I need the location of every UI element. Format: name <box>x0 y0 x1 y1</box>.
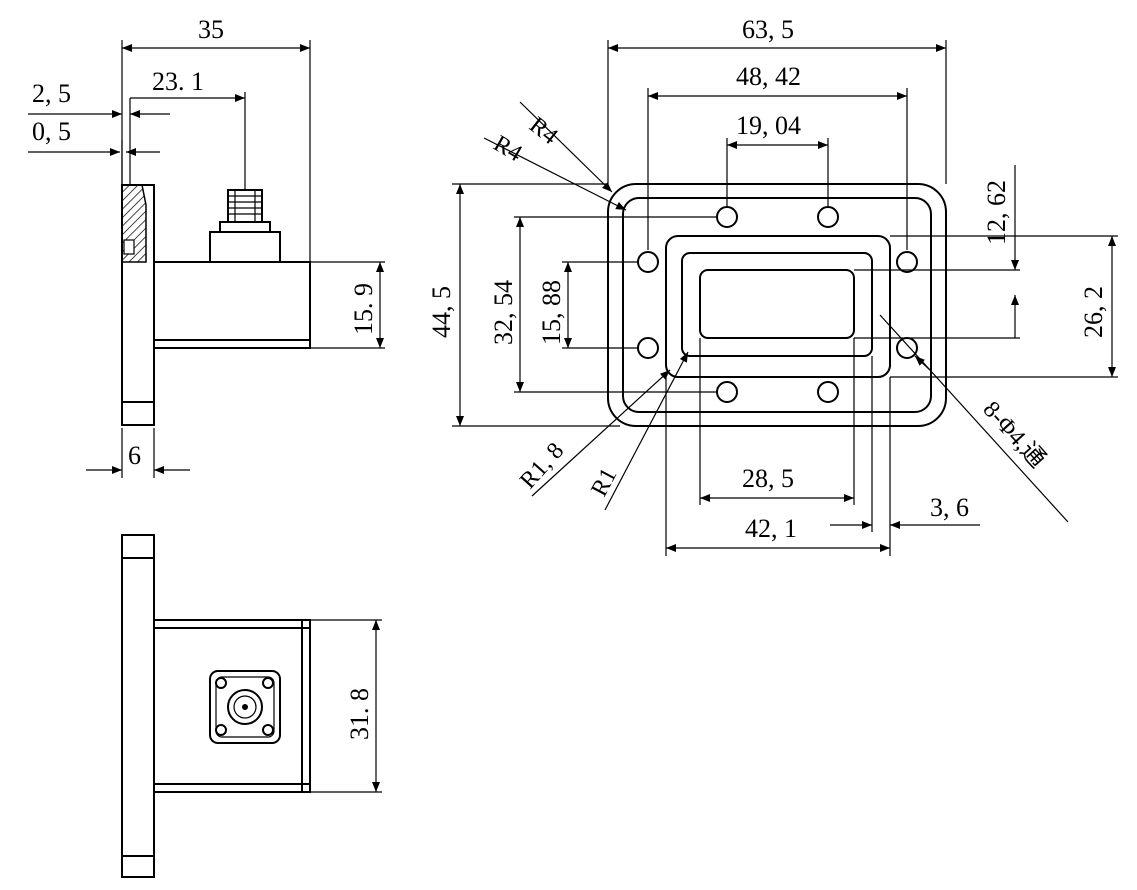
dim-inner-width: 42, 1 <box>745 514 797 543</box>
dim-guide-width: 31. 8 <box>345 688 374 740</box>
dim-connector-offset: 23. 1 <box>152 67 204 96</box>
radius-inner: R1, 8 <box>515 438 569 494</box>
dim-inner-height: 26, 2 <box>1079 286 1108 338</box>
dim-gap: 3, 6 <box>930 493 969 522</box>
side-guide-body <box>153 261 311 349</box>
side-view: 35 23. 1 2, 5 0, 5 6 15. 9 <box>28 15 385 478</box>
dim-outer-width: 63, 5 <box>742 15 794 44</box>
front-aperture <box>699 269 855 339</box>
front-flange-recess <box>622 197 932 413</box>
dim-total-length: 35 <box>198 15 224 44</box>
radius-outer-b: R4 <box>489 131 526 168</box>
dim-hole-pair-x: 19, 04 <box>736 111 801 140</box>
front-guide-outer <box>665 235 891 378</box>
bottom-guide-body <box>153 619 311 793</box>
dim-hole-span-y: 32, 54 <box>489 280 518 345</box>
dim-outer-height: 44, 5 <box>427 286 456 338</box>
front-outer-flange <box>607 183 947 427</box>
dim-flange-thickness: 6 <box>128 441 141 470</box>
bottom-view: 31. 8 <box>121 534 382 878</box>
front-guide-inner <box>681 252 873 357</box>
flange-hole <box>716 206 738 228</box>
dim-flange-small: 0, 5 <box>32 117 71 146</box>
connector-hole <box>215 677 227 689</box>
flange-hole <box>896 251 918 273</box>
radius-outer-a: R4 <box>524 112 562 150</box>
bottom-connector-flange <box>209 670 281 744</box>
connector-hole <box>262 677 274 689</box>
bottom-flange <box>121 534 155 878</box>
flange-hole <box>637 251 659 273</box>
flange-hole <box>637 337 659 359</box>
flange-hole <box>716 381 738 403</box>
dim-hole-span-x: 48, 42 <box>736 62 801 91</box>
connector-hole <box>215 724 227 736</box>
flange-hole <box>896 337 918 359</box>
side-connector-thread <box>227 189 263 223</box>
flange-hole <box>817 381 839 403</box>
front-view: 63, 5 48, 42 19, 04 44, 5 32, 54 15, 88 … <box>427 15 1118 556</box>
connector-body <box>227 689 263 725</box>
connector-hole <box>262 724 274 736</box>
side-connector-base <box>209 231 281 263</box>
radius-aperture: R1 <box>586 464 622 501</box>
dim-flange-step: 2, 5 <box>32 79 71 108</box>
dim-offset-right: 12, 62 <box>982 180 1011 245</box>
dim-hole-pair-y: 15, 88 <box>537 280 566 345</box>
dim-guide-height: 15. 9 <box>349 283 378 335</box>
flange-hole <box>817 206 839 228</box>
dim-aperture-width: 28, 5 <box>742 464 794 493</box>
